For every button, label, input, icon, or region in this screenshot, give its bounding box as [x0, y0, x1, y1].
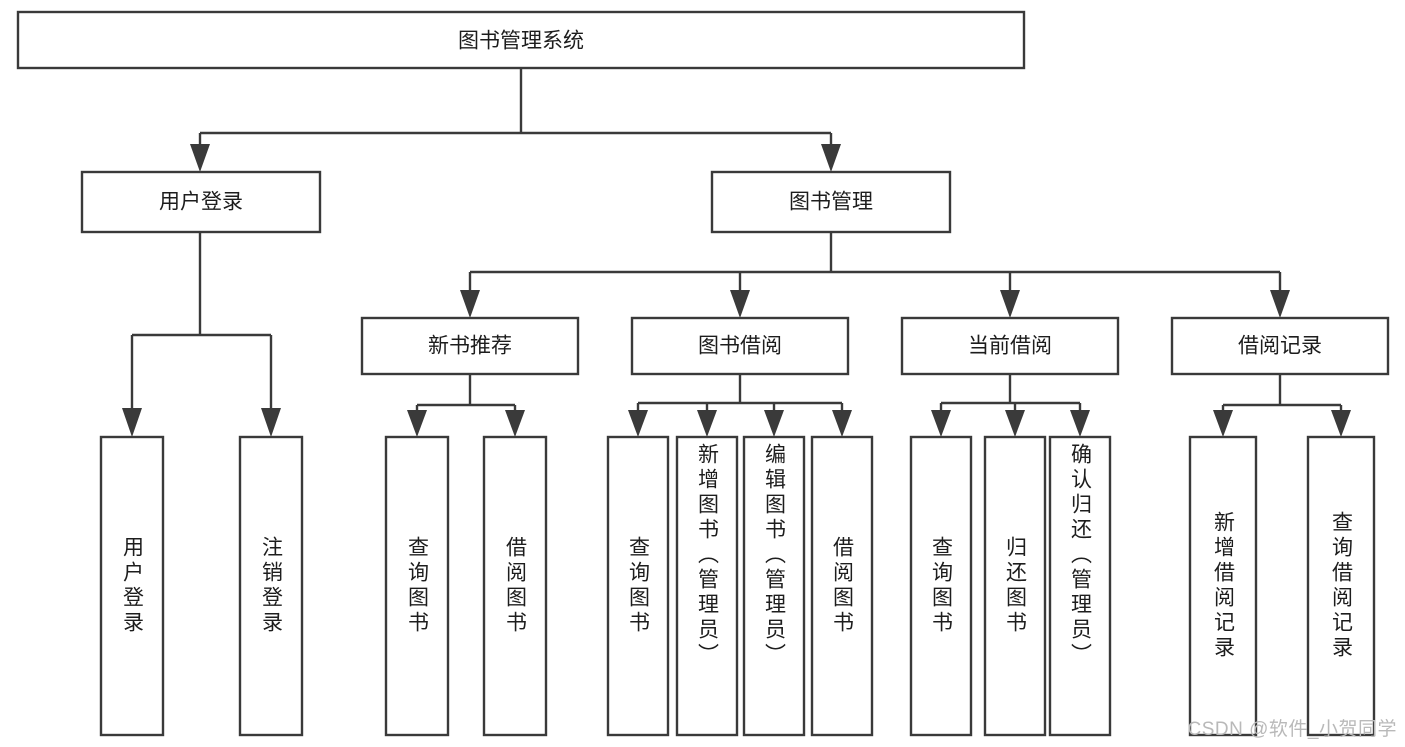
leaf-box-query-book-3[interactable]: [909, 435, 973, 737]
arrowhead-leaf-user-login: [122, 408, 142, 437]
leaf-label-wrap-add-record: 新增借阅记录: [1190, 437, 1256, 735]
arrowhead-newbook-rec: [460, 290, 480, 318]
node-user-login[interactable]: 用户登录: [80, 170, 322, 234]
leaf-label-wrap-query-record: 查询借阅记录: [1308, 437, 1374, 735]
node-book-management-box[interactable]: [710, 170, 952, 234]
leaf-label-wrap-borrow-book-1: 借阅图书: [484, 437, 546, 735]
connector-group-bookmgmt: [460, 232, 1290, 318]
arrowhead-leaf-confirm-return: [1070, 410, 1090, 437]
connector-group-book-borrow: [628, 374, 852, 437]
leaf-label-add-record: 新增借阅记录: [1211, 511, 1235, 661]
leaf-box-user-login[interactable]: [99, 435, 165, 737]
leaf-label-edit-book: 编辑图书（管理员）: [762, 443, 786, 668]
node-new-book-recommend-box[interactable]: [360, 316, 580, 376]
node-book-borrow[interactable]: 图书借阅: [630, 316, 850, 376]
node-user-login-label: 用户登录: [159, 191, 243, 214]
leaf-label-user-logout: 注销登录: [259, 536, 283, 636]
leaf-box-edit-book[interactable]: [742, 435, 806, 737]
arrowhead-leaf-add-book: [697, 410, 717, 437]
node-current-borrow[interactable]: 当前借阅: [900, 316, 1120, 376]
node-root-system[interactable]: 图书管理系统: [16, 10, 1026, 70]
leaf-label-wrap-confirm-return: 确认归还（管理员）: [1050, 443, 1110, 735]
leaf-label-wrap-edit-book: 编辑图书（管理员）: [744, 443, 804, 735]
node-book-management-label: 图书管理: [789, 191, 873, 214]
leaf-label-add-book: 新增图书（管理员）: [695, 443, 719, 668]
leaf-box-query-book-1[interactable]: [384, 435, 450, 737]
node-current-borrow-box[interactable]: [900, 316, 1120, 376]
arrowhead-borrow-record: [1270, 290, 1290, 318]
leaf-label-wrap-add-book: 新增图书（管理员）: [677, 443, 737, 735]
leaf-label-query-book-1: 查询图书: [405, 536, 429, 636]
node-user-login-box[interactable]: [80, 170, 322, 234]
leaf-label-wrap-user-logout: 注销登录: [240, 437, 302, 735]
leaf-label-return-book: 归还图书: [1003, 536, 1027, 636]
connector-group-borrow-record: [1213, 374, 1351, 437]
node-root-system-box[interactable]: [16, 10, 1026, 70]
arrowhead-leaf-query-book-1: [407, 410, 427, 437]
arrowhead-leaf-add-record: [1213, 410, 1233, 437]
leaf-box-borrow-book-1[interactable]: [482, 435, 548, 737]
arrowhead-leaf-borrow-book-1: [505, 410, 525, 437]
leaf-box-add-record[interactable]: [1188, 435, 1258, 737]
leaf-label-query-record: 查询借阅记录: [1329, 511, 1353, 661]
arrowhead-bookmgmt: [821, 144, 841, 172]
node-borrow-record-box[interactable]: [1170, 316, 1390, 376]
node-root-system-label: 图书管理系统: [458, 30, 584, 53]
connector-group-newbook-rec: [407, 374, 525, 437]
arrowhead-current-borrow: [1000, 290, 1020, 318]
arrowhead-leaf-user-logout: [261, 408, 281, 437]
leaf-label-query-book-3: 查询图书: [929, 536, 953, 636]
node-new-book-recommend-label: 新书推荐: [428, 335, 512, 358]
connector-group-root: [190, 68, 841, 172]
leaf-label-wrap-query-book-1: 查询图书: [386, 437, 448, 735]
node-book-management[interactable]: 图书管理: [710, 170, 952, 234]
leaf-box-user-logout[interactable]: [238, 435, 304, 737]
leaf-box-add-book[interactable]: [675, 435, 739, 737]
connector-group-current-borrow: [931, 374, 1090, 437]
node-new-book-recommend[interactable]: 新书推荐: [360, 316, 580, 376]
node-current-borrow-label: 当前借阅: [968, 335, 1052, 358]
leaf-label-query-book-2: 查询图书: [626, 536, 650, 636]
leaf-box-borrow-book-2[interactable]: [810, 435, 874, 737]
leaf-label-borrow-book-2: 借阅图书: [830, 536, 854, 636]
leaf-box-confirm-return[interactable]: [1048, 435, 1112, 737]
connector-group-userlogin: [122, 232, 281, 437]
leaf-box-return-book[interactable]: [983, 435, 1047, 737]
leaf-label-wrap-query-book-2: 查询图书: [608, 437, 668, 735]
arrowhead-leaf-query-record: [1331, 410, 1351, 437]
leaf-label-wrap-user-login: 用户登录: [101, 437, 163, 735]
leaf-label-confirm-return: 确认归还（管理员）: [1068, 443, 1092, 668]
leaf-label-wrap-borrow-book-2: 借阅图书: [812, 437, 872, 735]
arrowhead-book-borrow: [730, 290, 750, 318]
node-book-borrow-box[interactable]: [630, 316, 850, 376]
arrowhead-leaf-query-book-2: [628, 410, 648, 437]
arrowhead-userlogin: [190, 144, 210, 172]
leaf-label-user-login: 用户登录: [120, 536, 144, 636]
leaf-label-wrap-query-book-3: 查询图书: [911, 437, 971, 735]
leaf-label-wrap-return-book: 归还图书: [985, 437, 1045, 735]
arrowhead-leaf-edit-book: [764, 410, 784, 437]
arrowhead-leaf-return-book: [1005, 410, 1025, 437]
arrowhead-leaf-borrow-book-2: [832, 410, 852, 437]
node-borrow-record[interactable]: 借阅记录: [1170, 316, 1390, 376]
node-borrow-record-label: 借阅记录: [1238, 335, 1322, 358]
node-book-borrow-label: 图书借阅: [698, 335, 782, 358]
leaf-label-borrow-book-1: 借阅图书: [503, 536, 527, 636]
leaf-box-query-book-2[interactable]: [606, 435, 670, 737]
leaf-box-query-record[interactable]: [1306, 435, 1376, 737]
arrowhead-leaf-query-book-3: [931, 410, 951, 437]
